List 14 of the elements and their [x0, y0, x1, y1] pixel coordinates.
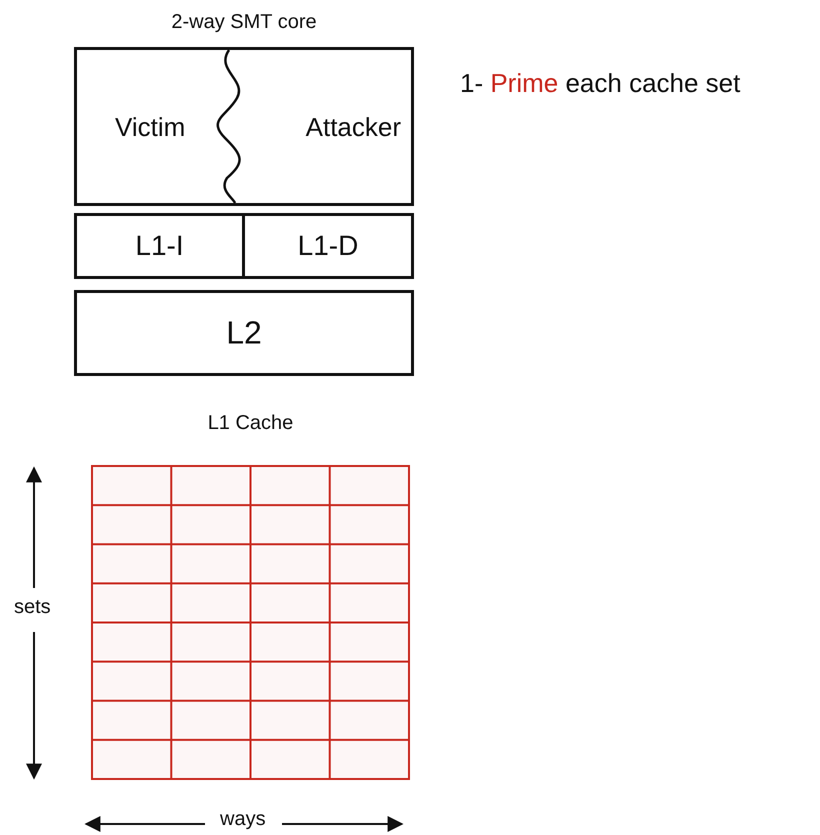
core-box — [74, 47, 414, 206]
axis-label: sets — [14, 596, 51, 619]
thread-label: Attacker — [306, 112, 401, 143]
thread-label: Victim — [115, 112, 186, 143]
cache-label: L2 — [225, 314, 263, 352]
cache-label: L1-I — [134, 230, 185, 262]
grid-title: L1 Cache — [206, 412, 294, 435]
box-title: 2-way SMT core — [170, 11, 318, 34]
cache-box — [242, 213, 414, 279]
cache-box — [74, 290, 414, 376]
cache-box — [74, 213, 245, 279]
cache-label: L1-D — [296, 230, 360, 262]
step-note: 1- Prime each cache set — [460, 68, 740, 99]
axis-label: ways — [220, 808, 266, 831]
